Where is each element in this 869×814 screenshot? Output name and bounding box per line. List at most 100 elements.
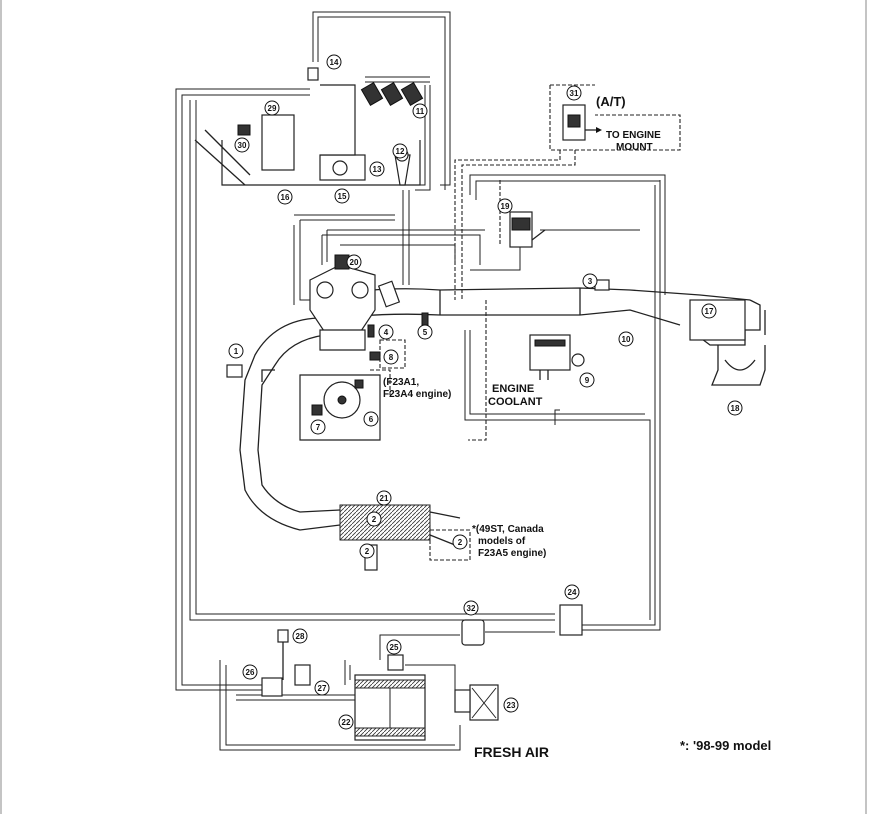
valve-25 — [387, 654, 404, 671]
callout-label: 31 — [570, 89, 579, 98]
callout-26: 26 — [242, 664, 258, 680]
callout-2: 2 — [366, 511, 382, 527]
to-engine-mount-line2: MOUNT — [616, 142, 653, 153]
engine-coolant-line1: ENGINE — [492, 383, 534, 395]
callout-circle — [378, 324, 394, 340]
valve-32 — [461, 619, 485, 646]
model-note: *: '98-99 model — [680, 738, 771, 753]
callout-label: 1 — [234, 347, 239, 356]
valve-14 — [307, 67, 319, 81]
callout-11: 11 — [412, 103, 428, 119]
callout-20: 20 — [346, 254, 362, 270]
injector-12 — [377, 280, 401, 308]
piston — [319, 329, 366, 351]
callout-label: 25 — [390, 643, 399, 652]
fresh-air-label: FRESH AIR — [474, 744, 549, 760]
cylinder-head — [309, 264, 376, 341]
callout-31: 31 — [566, 85, 582, 101]
callout-circle — [564, 584, 580, 600]
callout-label: 19 — [501, 202, 510, 211]
callout-5: 5 — [417, 324, 433, 340]
callout-label: 14 — [330, 58, 339, 67]
engine-variants-line2: F23A4 engine) — [383, 389, 451, 400]
callout-label: 3 — [588, 277, 593, 286]
callout-label: 16 — [281, 193, 290, 202]
valve-19 — [509, 211, 546, 248]
footnote-49st-line1: *(49ST, Canada — [472, 524, 544, 535]
callout-16: 16 — [277, 189, 293, 205]
callout-circle — [264, 100, 280, 116]
callout-29: 29 — [264, 100, 280, 116]
callout-label: 15 — [338, 192, 347, 201]
callout-23: 23 — [503, 697, 519, 713]
callout-circle — [412, 103, 428, 119]
evap-canister-22 — [354, 674, 426, 741]
callout-circle — [363, 411, 379, 427]
callout-24: 24 — [564, 584, 580, 600]
callout-label: 27 — [318, 684, 327, 693]
callout-circle — [582, 273, 598, 289]
callout-21: 21 — [376, 490, 392, 506]
callout-circle — [579, 372, 595, 388]
callout-7: 7 — [310, 419, 326, 435]
callout-6: 6 — [363, 411, 379, 427]
callout-circle — [618, 331, 634, 347]
callout-label: 17 — [705, 307, 714, 316]
callout-label: 2 — [365, 547, 370, 556]
callout-2: 2 — [359, 543, 375, 559]
callout-circle — [497, 198, 513, 214]
valve-28 — [277, 629, 289, 643]
callout-15: 15 — [334, 188, 350, 204]
callout-label: 5 — [423, 328, 428, 337]
callout-label: 26 — [246, 668, 255, 677]
callout-label: 24 — [568, 588, 577, 597]
callout-circle — [503, 697, 519, 713]
callout-circle — [310, 419, 326, 435]
solenoid-31 — [562, 104, 602, 141]
callout-18: 18 — [727, 400, 743, 416]
air-cleaner-body — [689, 299, 746, 341]
callout-circle — [452, 534, 468, 550]
at-label: (A/T) — [596, 94, 626, 109]
callout-32: 32 — [463, 600, 479, 616]
callout-circle — [383, 349, 399, 365]
engine-block — [299, 254, 429, 441]
callout-circle — [386, 639, 402, 655]
callout-22: 22 — [338, 714, 354, 730]
callout-circle — [242, 664, 258, 680]
callout-14: 14 — [326, 54, 342, 70]
control-lines — [370, 84, 681, 561]
callout-label: 12 — [396, 147, 405, 156]
callout-9: 9 — [579, 372, 595, 388]
callout-4: 4 — [378, 324, 394, 340]
callout-1: 1 — [228, 343, 244, 359]
callout-circle — [359, 543, 375, 559]
callout-19: 19 — [497, 198, 513, 214]
air-filter-23 — [454, 684, 499, 721]
callout-circle — [392, 143, 408, 159]
catalytic-converter-21 — [339, 504, 431, 541]
callout-10: 10 — [618, 331, 634, 347]
callout-circle — [228, 343, 244, 359]
callout-circle — [234, 137, 250, 153]
callout-circle — [701, 303, 717, 319]
callout-label: 28 — [296, 632, 305, 641]
footnote-49st-line2: models of — [478, 536, 526, 547]
callout-circle — [314, 680, 330, 696]
callout-label: 2 — [372, 515, 377, 524]
callout-label: 11 — [416, 107, 425, 116]
valve-27 — [294, 664, 311, 686]
callout-label: 23 — [507, 701, 516, 710]
callout-circle — [366, 511, 382, 527]
coolant-valve-9 — [529, 334, 585, 380]
callout-label: 9 — [585, 376, 590, 385]
callout-circle — [376, 490, 392, 506]
callout-3: 3 — [582, 273, 598, 289]
callout-circle — [346, 254, 362, 270]
callout-2: 2 — [452, 534, 468, 550]
callout-label: 4 — [384, 328, 389, 337]
callout-circle — [292, 628, 308, 644]
callout-circle — [334, 188, 350, 204]
